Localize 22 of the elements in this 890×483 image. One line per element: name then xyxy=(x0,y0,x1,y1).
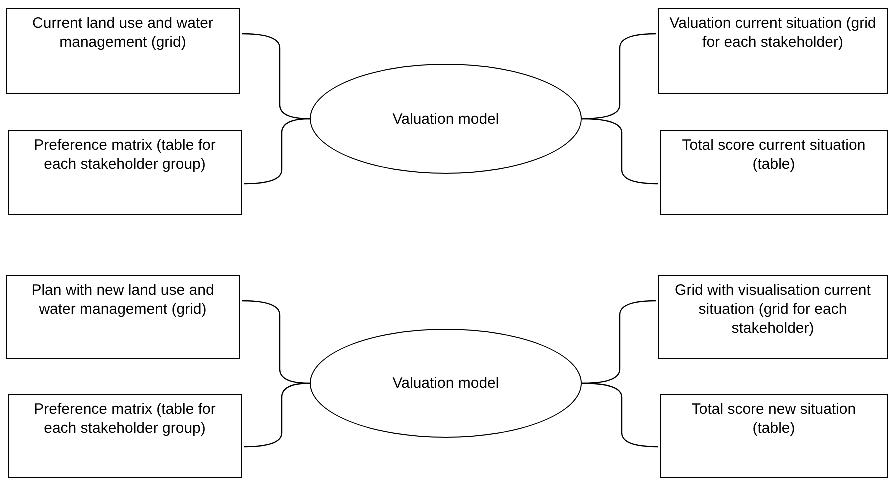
data-box xyxy=(660,130,888,215)
curly-brace-connector xyxy=(244,118,310,185)
curly-brace-connector xyxy=(244,382,310,448)
data-box xyxy=(658,275,888,359)
node-text: Plan with new land use and water management (grid) xyxy=(30,281,216,319)
node-text: Total score new situation (table) xyxy=(690,400,858,438)
data-box xyxy=(660,394,888,478)
curly-brace-connector xyxy=(582,118,658,185)
node-text: Preference matrix (table for each stakeholder group) xyxy=(33,400,217,438)
data-box xyxy=(658,8,888,94)
node-text: Valuation current situation (grid for each stakeholder) xyxy=(668,14,878,52)
data-box xyxy=(6,275,240,359)
node-text: Preference matrix (table for each stakeholder group) xyxy=(33,136,217,174)
node-text: Valuation model xyxy=(392,110,500,128)
data-box xyxy=(6,8,240,94)
data-box xyxy=(8,130,242,215)
node-text: Total score current situation (table) xyxy=(681,136,867,174)
node-text: Valuation model xyxy=(392,374,500,393)
data-box xyxy=(8,394,242,478)
node-text: Grid with visualisation current situation (grid for each stakeholder) xyxy=(674,281,872,338)
curly-brace-connector xyxy=(582,382,658,448)
node-text: Current land use and water management (grid) xyxy=(32,14,214,52)
